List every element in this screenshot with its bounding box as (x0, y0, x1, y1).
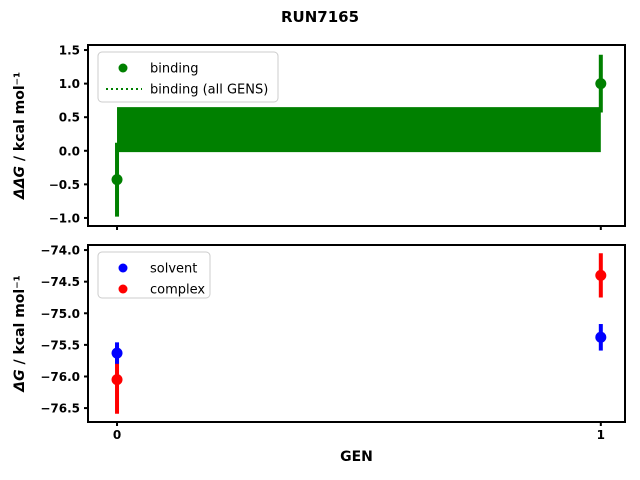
y-tick-label: −76.0 (40, 370, 80, 384)
legend-label: binding (all GENS) (150, 83, 268, 98)
y-tick-label: 0.5 (59, 111, 80, 125)
data-point-solvent-gen0 (111, 347, 123, 359)
y-tick-label: −75.0 (40, 307, 80, 321)
y-tick-label: −75.5 (40, 338, 80, 352)
axes-bottom: −74.0 −74.5 −75.0 −75.5 −76.0 −76.5 0 1 ΔG / kca… (12, 244, 626, 465)
y-tick-label: 0.0 (59, 144, 80, 158)
legend-bottom: solvent complex (97, 251, 211, 299)
y-tick-label: 1.5 (59, 44, 80, 58)
legend-top: binding binding (all GENS) (97, 51, 279, 103)
data-point-binding-gen0 (111, 174, 123, 186)
x-tick-label: 1 (597, 428, 605, 442)
y-tick-label: −0.5 (49, 178, 80, 192)
legend-marker-dot-icon (118, 284, 128, 294)
legend-label: complex (150, 283, 205, 298)
figure-title: RUN7165 (280, 8, 360, 26)
x-tick-label: 0 (113, 428, 121, 442)
legend-label: binding (150, 62, 198, 77)
y-axis-label: ΔG / kcal mol⁻¹ (12, 275, 28, 392)
y-tick-label: −76.5 (40, 402, 80, 416)
legend-marker-dot-icon (118, 63, 128, 73)
y-tick-label: −74.0 (40, 244, 80, 258)
legend-label: solvent (150, 262, 197, 277)
x-axis-label: GEN (340, 449, 373, 465)
data-point-complex-gen1 (595, 269, 607, 281)
uncertainty-band (117, 107, 601, 153)
legend-box (97, 51, 279, 103)
y-tick-label: −1.0 (49, 211, 80, 225)
data-point-complex-gen0 (111, 374, 123, 386)
y-axis-label: ΔΔG / kcal mol⁻¹ (12, 72, 28, 200)
y-tick-label: 1.0 (59, 77, 80, 91)
data-point-binding-gen1 (595, 78, 607, 90)
axes-top: 1.5 1.0 0.5 0.0 −0.5 −1.0 ΔΔG / kcal mol⁻¹ bind… (12, 44, 626, 230)
data-point-solvent-gen1 (595, 331, 607, 343)
legend-marker-dot-icon (118, 263, 128, 273)
y-tick-label: −74.5 (40, 275, 80, 289)
